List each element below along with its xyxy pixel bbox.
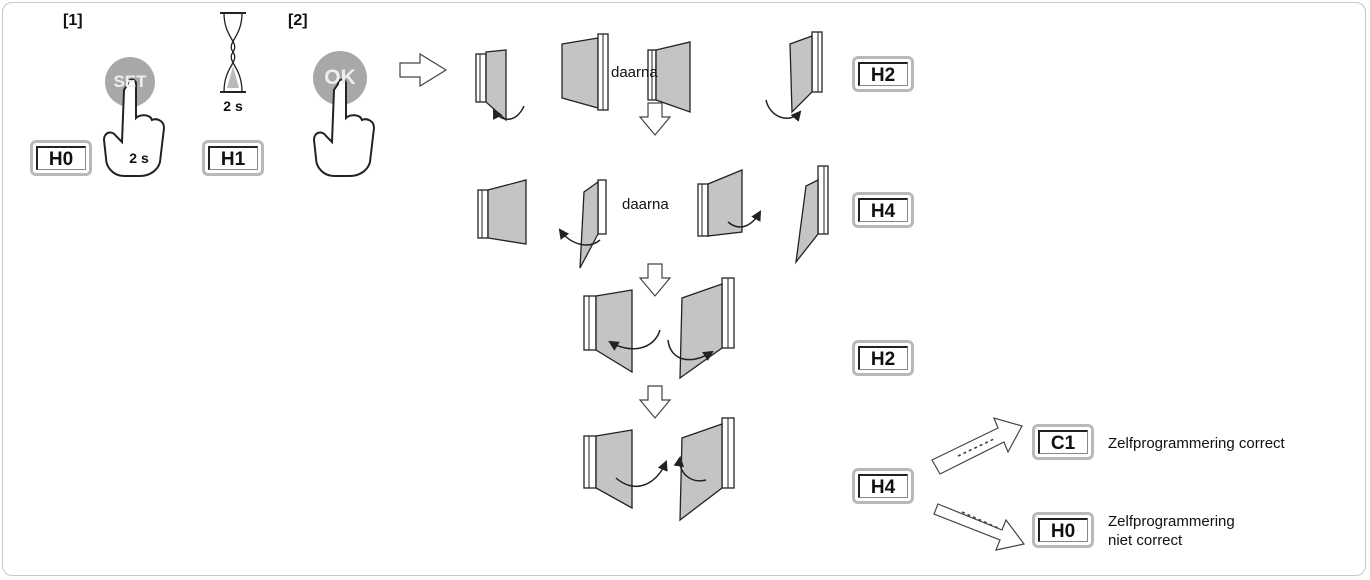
dashed-arrow-icon [933,503,1026,551]
timer-label: 2 s [223,98,243,114]
code-display-c1: C1 [1032,424,1094,460]
result-correct-text: Zelfprogrammering correct [1108,435,1285,452]
code-display-h4-second: H4 [852,468,914,504]
then-label-1: daarna [611,64,658,81]
code-display-h4: H4 [852,192,914,228]
set-button-label[interactable]: SET [113,72,147,91]
ok-button-label[interactable]: OK [324,66,356,89]
outline-arrow-icon [399,52,448,88]
step-label-1: [1] [63,12,83,29]
code-display-h0-fail: H0 [1032,512,1094,548]
code-display-h1: H1 [202,140,264,176]
result-incorrect-text: Zelfprogrammering niet correct [1108,513,1235,549]
code-display-h0: H0 [30,140,92,176]
code-display-h2: H2 [852,56,914,92]
dashed-arrow-icon [931,417,1023,475]
hourglass-icon [220,12,246,93]
hold-duration-label: 2 s [129,150,149,166]
step-label-2: [2] [288,12,308,29]
hand-press-icon [102,78,166,177]
ok-button [313,51,367,105]
then-label-2: daarna [622,196,669,213]
code-display-h2-second: H2 [852,340,914,376]
hand-press-icon [312,78,376,177]
